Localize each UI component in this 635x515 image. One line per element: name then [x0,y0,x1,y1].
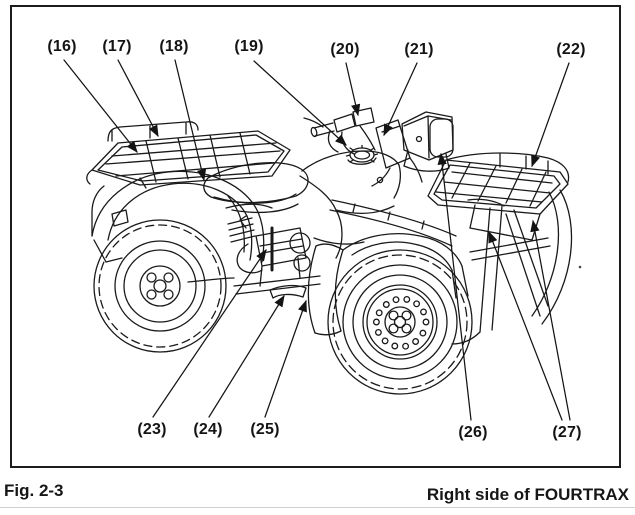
figure-frame [10,5,621,468]
figure-caption: Right side of FOURTRAX [426,485,629,504]
callout-arrows [63,59,571,421]
fuel-fill-cap [345,144,379,165]
seat [203,161,309,214]
callout-label-18: (18) [159,38,189,55]
front-guard [451,189,573,345]
callout-label-20: (20) [330,41,360,58]
atv-line-drawing [63,59,582,421]
callout-label-25: (25) [250,421,280,438]
callout-label-27: (27) [552,424,582,441]
callout-label-23: (23) [137,421,167,438]
callout-label-22: (22) [556,41,586,58]
figure-number: Fig. 2-3 [4,481,64,500]
page-rule [0,507,635,508]
callout-label-21: (21) [404,41,434,58]
callout-label-19: (19) [234,38,264,55]
callout-label-26: (26) [458,424,488,441]
front-fender [307,199,469,336]
rear-fender [91,170,265,263]
callout-label-16: (16) [47,38,77,55]
engine [187,215,321,299]
body-panels [225,150,401,259]
callout-label-24: (24) [193,421,223,438]
headlight [371,111,454,187]
rear-carrier [86,121,291,186]
print-speck [578,265,582,269]
rear-wheel [93,219,227,353]
callout-label-17: (17) [102,38,132,55]
front-wheel [327,249,473,395]
